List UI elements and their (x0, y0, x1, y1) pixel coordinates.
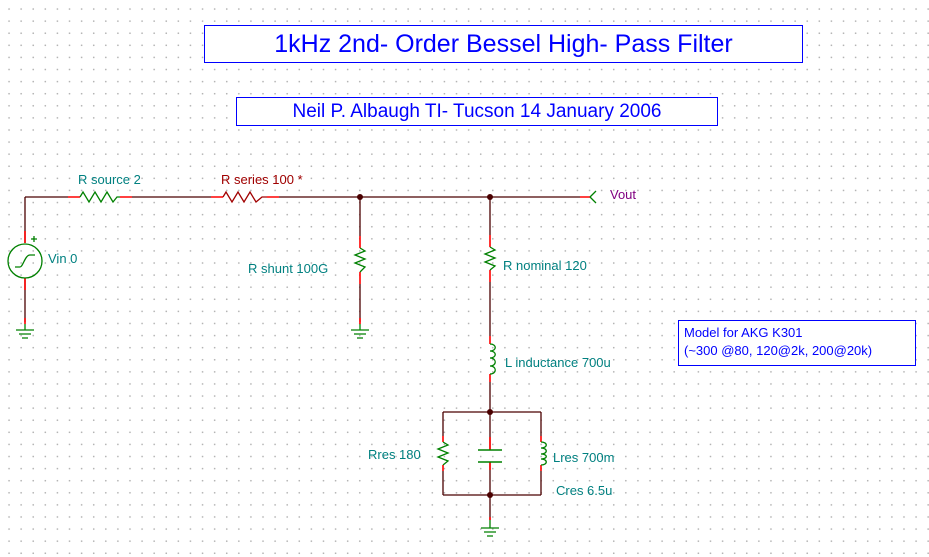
label-vout: Vout (610, 187, 637, 202)
label-l-inductance: L inductance 700u (505, 355, 611, 370)
label-rres: Rres 180 (368, 447, 421, 462)
label-cres: Cres 6.5u (556, 483, 613, 498)
label-lres: Lres 700m (553, 450, 615, 465)
author-line: Neil P. Albaugh TI- Tucson 14 January 20… (236, 97, 718, 126)
label-vin: Vin 0 (48, 251, 78, 266)
resistor-r-series[interactable] (222, 190, 267, 204)
output-port-vout[interactable] (589, 190, 597, 204)
wires (24, 196, 580, 520)
model-note-line-1: Model for AKG K301 (684, 325, 803, 340)
label-r-source: R source 2 (78, 172, 141, 187)
resistor-r-nominal[interactable] (483, 246, 497, 271)
voltage-source-vin[interactable] (7, 236, 43, 279)
schematic-title: 1kHz 2nd- Order Bessel High- Pass Filter (204, 25, 803, 63)
resistor-rres[interactable] (436, 441, 450, 466)
capacitor-cres[interactable] (478, 449, 502, 463)
model-note-line-2: (~300 @80, 120@2k, 200@20k) (684, 343, 873, 358)
resistor-r-source[interactable] (79, 190, 120, 204)
ground-symbols (16, 324, 499, 537)
resistor-r-shunt[interactable] (353, 247, 367, 273)
model-note: Model for AKG K301 (~300 @80, 120@2k, 20… (678, 320, 916, 366)
inductor-l-inductance[interactable] (489, 343, 496, 375)
label-r-shunt: R shunt 100G (248, 261, 329, 276)
label-r-series: R series 100 * (221, 172, 303, 187)
inductor-lres[interactable] (540, 441, 547, 466)
label-r-nominal: R nominal 120 (503, 258, 587, 273)
junction-dots (357, 194, 493, 498)
